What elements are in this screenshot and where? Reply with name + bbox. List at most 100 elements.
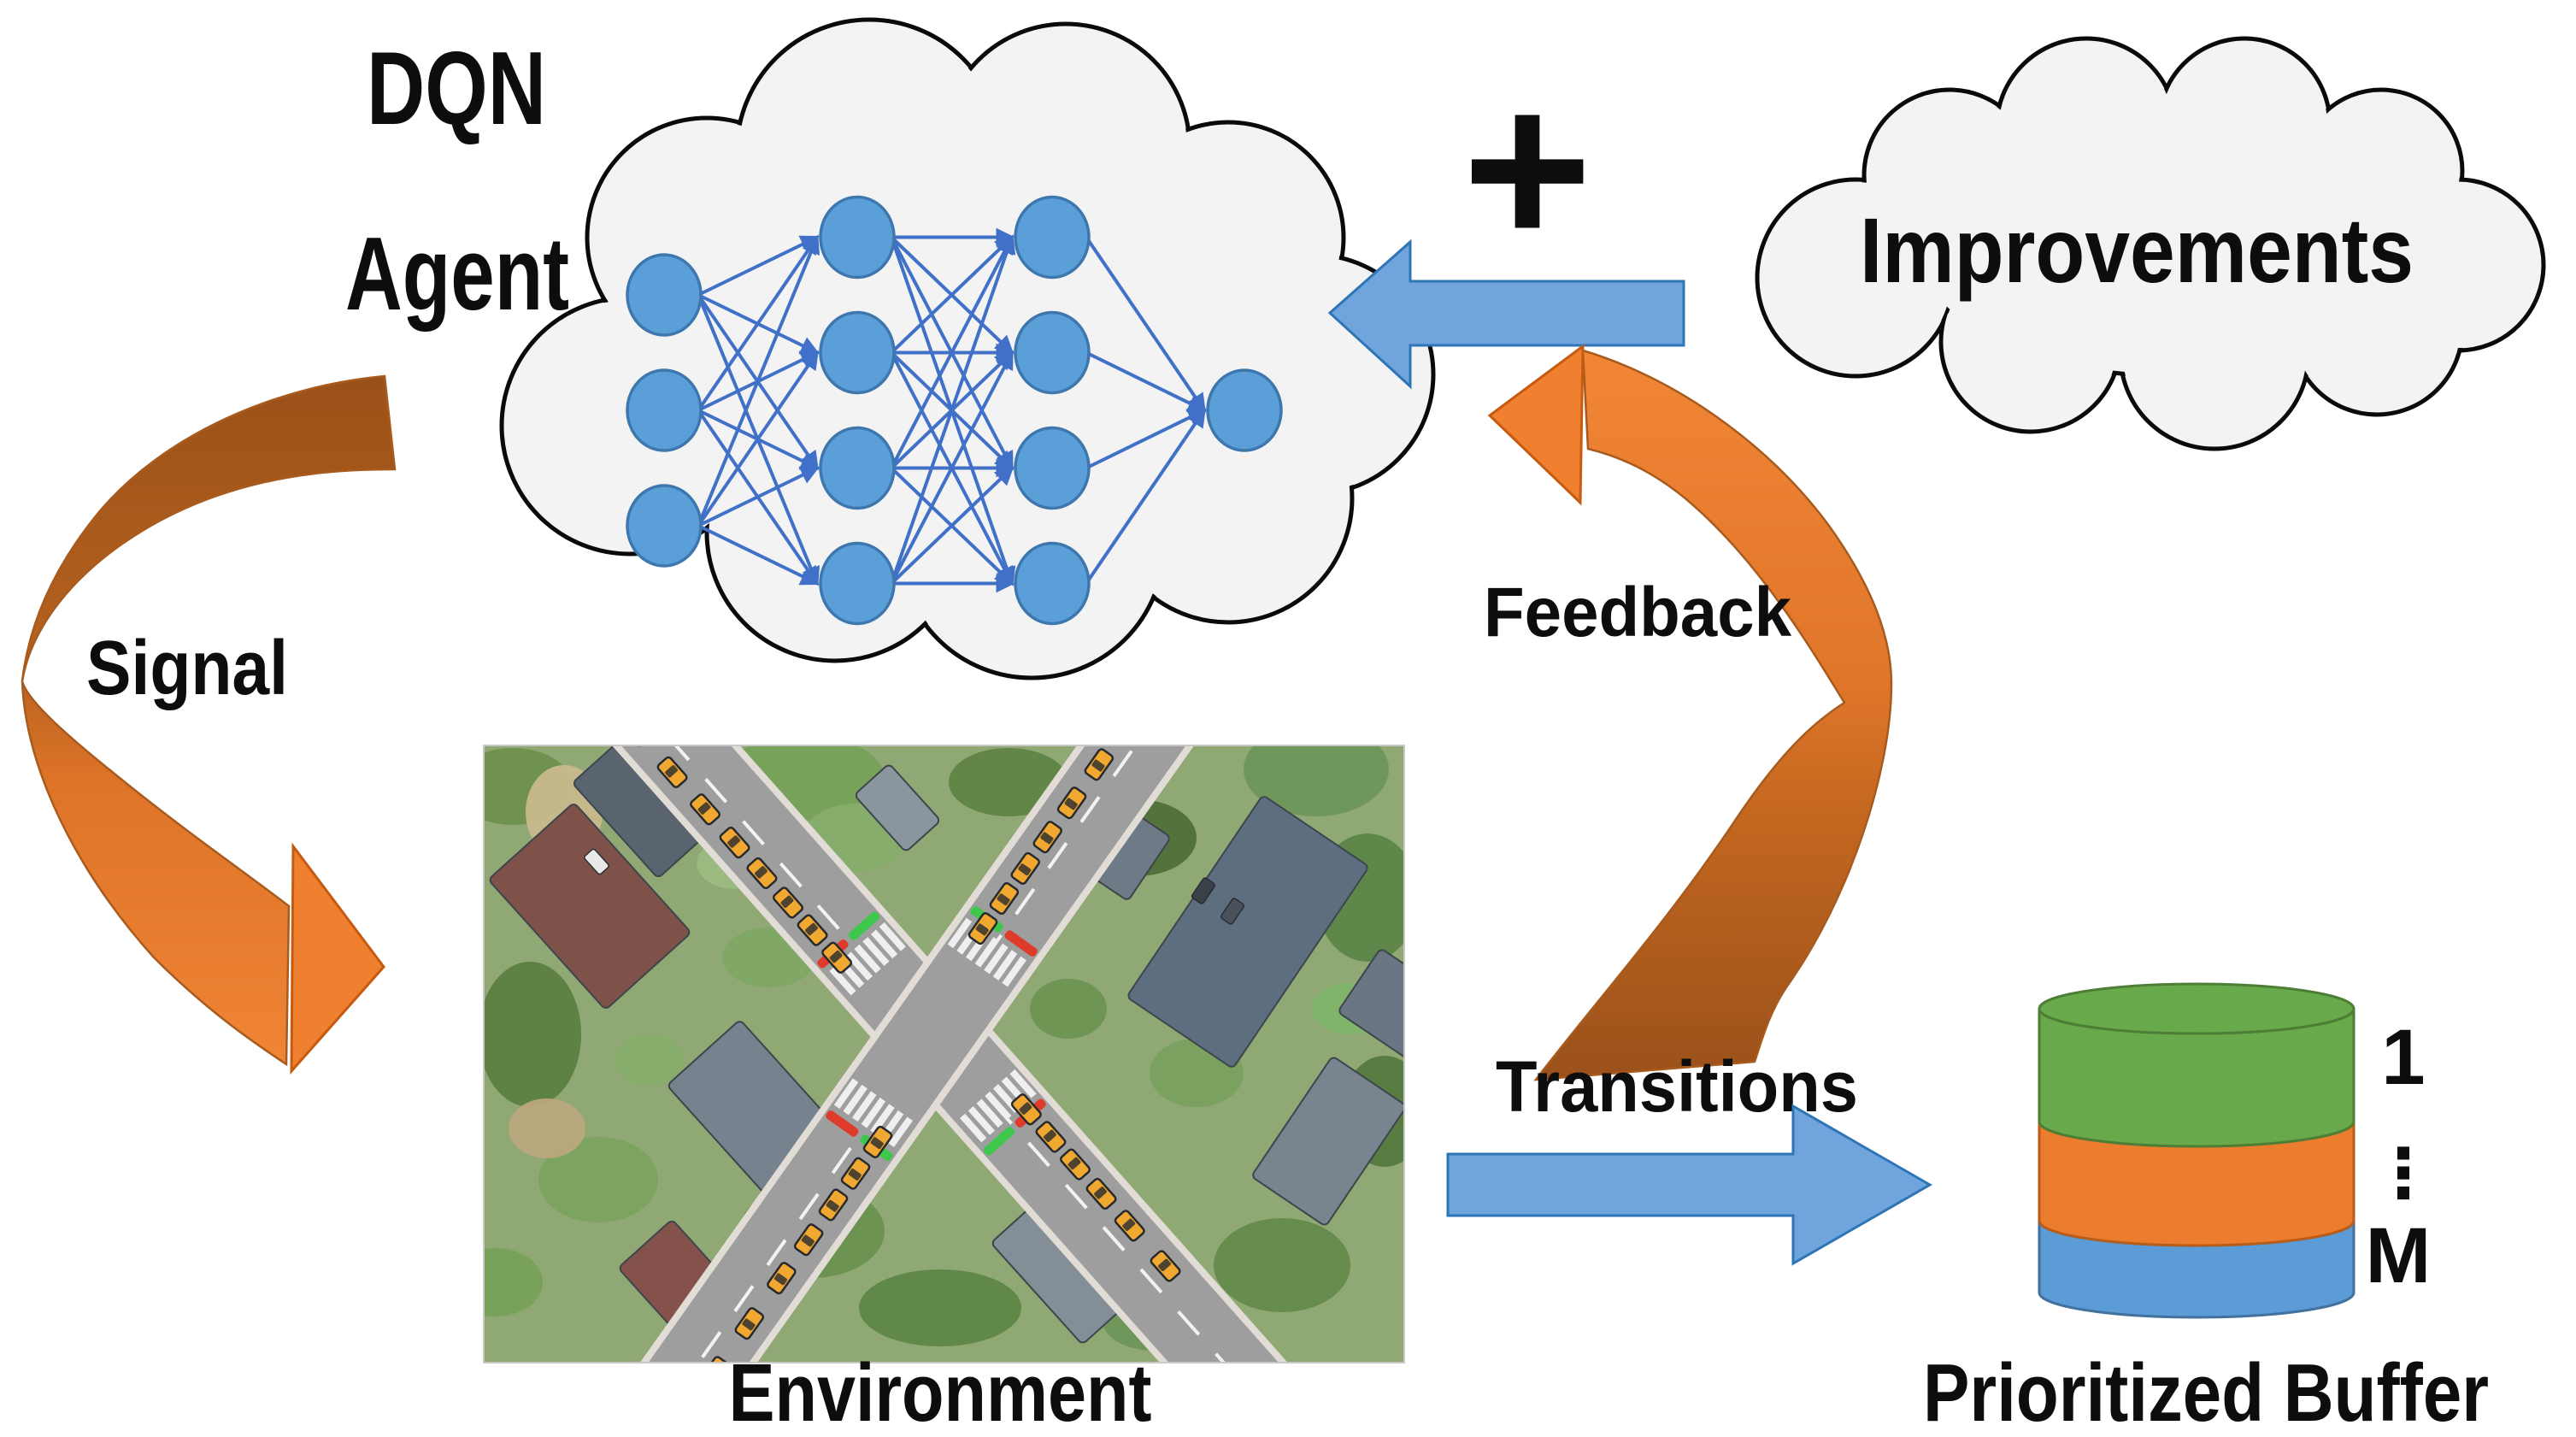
crosswalk-stripe [967,1106,996,1135]
car-windshield [1044,1129,1056,1142]
lane-divider [505,1105,881,1363]
nn-connection [697,234,820,527]
car [700,1356,730,1363]
tree-blob [859,1269,1021,1346]
car [734,1307,765,1340]
car [1085,1177,1117,1210]
car [532,615,563,648]
parked-car [1220,898,1245,925]
car-windshield [1019,1102,1032,1115]
tree-blob [949,748,1068,816]
nn-connection [1085,408,1206,585]
car [797,914,828,946]
car-windshield [627,723,641,737]
dqn-agent-title-line1: DQN [367,30,546,146]
car [1035,1121,1067,1153]
signal-label: Signal [86,626,288,711]
car-body [620,745,651,747]
nn-node [1014,195,1091,280]
car [1032,821,1063,854]
car-windshield [975,923,989,936]
nn-node [1014,310,1091,395]
lane-divider [484,745,873,968]
tree-blob [615,1034,684,1086]
crosswalk-stripe [992,950,1018,981]
buffer-ellipsis: ⋮ [2369,1135,2438,1211]
crosswalk-stripe [888,1116,913,1148]
feedback-label: Feedback [1484,574,1791,651]
crosswalk-stripe [852,1091,877,1122]
nn-node [1014,541,1091,626]
car-windshield [755,866,768,879]
car [746,857,778,890]
nn-node [1206,368,1283,452]
cloud-bump-fill [1918,122,2426,374]
neural-network [626,195,1283,626]
car [862,1125,893,1159]
car-windshield [1121,716,1136,728]
car-windshield [585,675,598,689]
car-body [1115,704,1144,738]
feedback-arrow-band [1533,349,1893,1081]
car-windshield [997,893,1010,906]
improvements-arrow [1327,239,1685,390]
car-windshield [780,895,794,908]
nn-connection [697,235,820,297]
crosswalk-stripe [870,1104,895,1135]
house-roof [489,804,691,1009]
crosswalk-stripe [843,1084,867,1116]
nn-connection [890,234,1016,585]
parked-car [1191,877,1216,904]
crosswalk-stripe [854,944,881,974]
feedback-arrowhead [1487,343,1585,506]
signal-stop-bar [983,1127,1015,1156]
nn-connection [1085,350,1207,412]
crosswalk-stripe [862,937,890,966]
car [1148,657,1178,691]
car-windshield [1018,863,1032,876]
car-body [532,615,563,648]
car [840,1157,871,1190]
nn-connection [697,234,819,412]
car-body [1148,657,1178,691]
car-windshield [1064,798,1078,810]
car-windshield [801,1234,815,1247]
transitions-arrow [1446,1104,1933,1266]
buffer-top-face [2038,982,2355,1035]
parked-car [584,848,609,875]
nn-node [819,426,896,510]
nn-connection [1085,236,1206,413]
environment-photo [484,615,1404,1363]
car [1150,1250,1181,1282]
nn-node [819,541,896,626]
environment-photo-border [483,745,1405,1363]
tree-blob [1214,1218,1350,1312]
nn-connection [697,350,819,527]
crosswalk-stripe [985,1091,1012,1121]
feedback-curved-arrow [1487,343,1893,1081]
car [1010,1093,1042,1126]
car [577,667,609,699]
car [967,912,998,945]
signal-arrowhead [290,842,385,1075]
tree-blob [538,1137,658,1222]
nn-connection [890,466,1015,585]
signal-stop-bar [826,1110,859,1137]
improvements-label: Improvements [1860,198,2414,302]
environment-label: Environment [729,1347,1152,1437]
car [1115,704,1144,738]
signal-curved-arrow [21,374,397,1075]
environment-extra-vehicles [584,848,1245,925]
tree-blob [484,1248,543,1316]
car-body [700,1356,730,1363]
nn-connection [890,235,1015,354]
car-windshield [848,1168,862,1181]
car [1114,1210,1145,1242]
nn-connection [697,524,820,586]
dqn-agent-title-line2: Agent [345,215,569,332]
nn-connection [697,466,820,527]
prioritized-buffer-label: Prioritized Buffer [1923,1347,2489,1437]
tree-blob [1244,745,1389,816]
car-windshield [1094,1187,1107,1199]
